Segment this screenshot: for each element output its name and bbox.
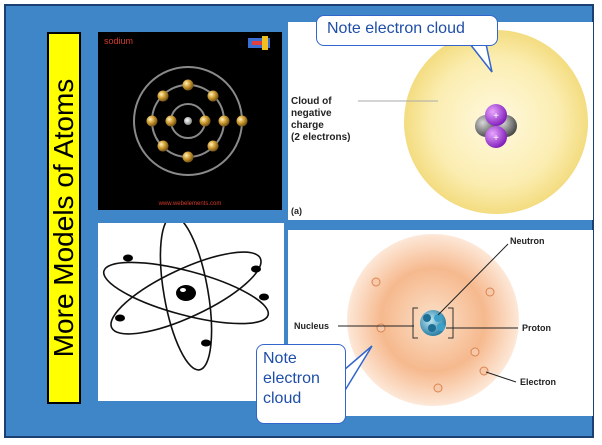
cloud-label-line: (2 electrons) (291, 132, 350, 143)
callout-note-bottom: Note electron cloud (256, 344, 346, 424)
callout-tail-top (468, 43, 493, 73)
callout-tail-bottom (343, 345, 373, 395)
orbit-paths (102, 223, 270, 371)
nucleus-cloud-graphic: Neutron Nucleus Proton Electron (294, 234, 556, 406)
svg-text:+: + (493, 111, 499, 122)
nucleus-highlight (180, 288, 186, 292)
cloud-label-line: charge (291, 120, 324, 131)
webelements-logo-icon (248, 36, 270, 50)
callout-text-line: electron (263, 370, 320, 387)
callout-text: Note electron cloud (327, 20, 465, 37)
nucleus (184, 117, 192, 125)
helium-cloud-diagram: Cloud of negative charge (2 electrons) +… (288, 22, 593, 220)
callout-text-line: Note (263, 350, 297, 367)
nucleus-cluster (420, 310, 446, 336)
title-box (47, 32, 81, 404)
helium-nucleus: + + (475, 104, 517, 148)
helium-cloud-graphic: Cloud of negative charge (2 electrons) +… (291, 30, 588, 216)
proton-label: Proton (522, 323, 551, 333)
callout-text-line: cloud (263, 390, 302, 407)
cloud-label-line: Cloud of (291, 96, 332, 107)
nucleus-bracket (412, 307, 454, 339)
cloud-label: Cloud of negative charge (2 electrons) (291, 96, 350, 143)
electrons (146, 79, 248, 163)
svg-text:+: + (493, 133, 499, 144)
atom-orbit-image (98, 223, 284, 401)
webelements-watermark: www.webelements.com (158, 201, 222, 207)
sodium-model-graphic: sodium www.webelements.com (104, 36, 270, 207)
electrons (115, 254, 269, 347)
sodium-label: sodium (104, 36, 133, 46)
neutron-label: Neutron (510, 236, 545, 246)
electron-label: Electron (520, 377, 556, 387)
cloud-label-line: negative (291, 108, 332, 119)
panel-label: (a) (291, 206, 302, 216)
sodium-model-image: sodium www.webelements.com (98, 32, 282, 210)
nucleus-label: Nucleus (294, 321, 329, 331)
part-labels: Neutron Nucleus Proton Electron (294, 236, 556, 387)
callout-note-top: Note electron cloud (316, 15, 498, 46)
label-lines (338, 243, 518, 383)
atom-icon (102, 223, 270, 371)
